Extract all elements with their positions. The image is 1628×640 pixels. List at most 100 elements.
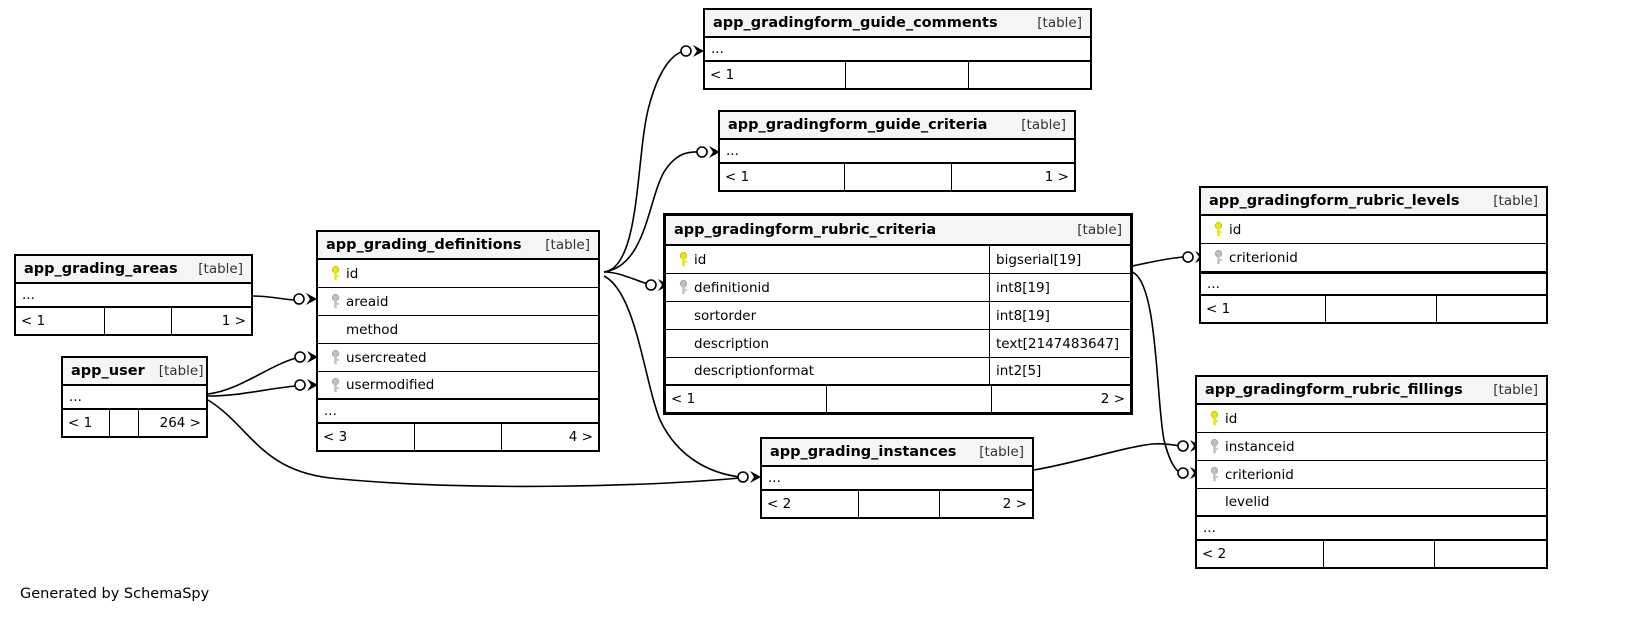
table-app-gradingform-rubric-fillings[interactable]: app_gradingform_rubric_fillings [table] … xyxy=(1195,375,1548,569)
table-app-gradingform-guide-criteria[interactable]: app_gradingform_guide_criteria [table] .… xyxy=(718,110,1076,192)
foreign-key-icon xyxy=(1203,467,1225,482)
table-kind-label: [table] xyxy=(545,237,590,253)
table-footer: < 1 xyxy=(705,62,1090,88)
footer-children: 1 > xyxy=(221,313,246,329)
column-row: criterionid xyxy=(1197,461,1546,489)
diagram-caption: Generated by SchemaSpy xyxy=(20,586,210,602)
column-name: id xyxy=(1225,410,1238,427)
column-name: definitionid xyxy=(694,279,770,296)
column-name: levelid xyxy=(1225,494,1270,510)
footer-parents: < 1 xyxy=(21,313,46,329)
column-row: descriptionformat int2[5] xyxy=(666,358,1130,386)
column-type: bigserial[19] xyxy=(989,246,1130,273)
footer-children: 2 > xyxy=(1002,496,1027,512)
footer-children xyxy=(969,62,1090,88)
table-title: app_gradingform_rubric_criteria xyxy=(674,222,937,238)
footer-parents: < 2 xyxy=(1202,546,1227,562)
column-row: id xyxy=(1201,216,1546,244)
column-row: usercreated xyxy=(318,344,598,372)
table-kind-label: [table] xyxy=(1493,193,1538,209)
columns-ellipsis: ... xyxy=(1197,517,1546,541)
footer-middle xyxy=(844,164,952,190)
footer-children xyxy=(1437,296,1546,322)
footer-parents: < 1 xyxy=(671,391,696,407)
table-footer: < 1 xyxy=(1201,296,1546,322)
footer-middle xyxy=(414,424,502,450)
table-app-gradingform-rubric-levels[interactable]: app_gradingform_rubric_levels [table] id… xyxy=(1199,186,1548,324)
column-name: criterionid xyxy=(1225,466,1294,483)
column-type: text[2147483647] xyxy=(989,330,1130,357)
foreign-key-icon xyxy=(672,280,694,295)
columns-ellipsis: ... xyxy=(720,140,1074,164)
primary-key-icon xyxy=(672,252,694,267)
table-kind-label: [table] xyxy=(198,261,243,277)
column-row: criterionid xyxy=(1201,244,1546,272)
table-header: app_gradingform_rubric_fillings [table] xyxy=(1197,377,1546,405)
table-app-grading-instances[interactable]: app_grading_instances [table] ... < 2 2 … xyxy=(760,437,1034,519)
foreign-key-icon xyxy=(324,377,346,393)
foreign-key-icon xyxy=(324,350,346,365)
column-type: int8[19] xyxy=(989,302,1130,329)
footer-middle xyxy=(1325,296,1437,322)
column-row: method xyxy=(318,316,598,344)
primary-key-icon xyxy=(1203,411,1225,426)
column-name: instanceid xyxy=(1225,438,1295,455)
primary-key-icon xyxy=(324,266,346,281)
footer-middle xyxy=(1323,541,1435,567)
table-app-gradingform-guide-comments[interactable]: app_gradingform_guide_comments [table] .… xyxy=(703,8,1092,90)
footer-children xyxy=(1435,541,1546,567)
column-type: int8[19] xyxy=(989,274,1130,301)
table-footer: < 1 2 > xyxy=(666,386,1130,412)
table-footer: < 3 4 > xyxy=(318,424,598,450)
column-name: descriptionformat xyxy=(694,363,815,379)
column-row: levelid xyxy=(1197,489,1546,517)
column-row: description text[2147483647] xyxy=(666,330,1130,358)
column-row: instanceid xyxy=(1197,433,1546,461)
footer-parents: < 2 xyxy=(767,496,792,512)
table-app-grading-areas[interactable]: app_grading_areas [table] ... < 1 1 > xyxy=(14,254,253,336)
table-app-user[interactable]: app_user [table] ... < 1 264 > xyxy=(61,356,208,438)
table-header: app_user [table] xyxy=(63,358,206,386)
table-title: app_grading_instances xyxy=(770,444,957,460)
primary-key-icon xyxy=(1207,222,1229,237)
footer-parents: < 3 xyxy=(323,429,348,445)
column-name: criterionid xyxy=(1229,249,1298,266)
table-kind-label: [table] xyxy=(1037,15,1082,31)
column-row: sortorder int8[19] xyxy=(666,302,1130,330)
footer-children: 2 > xyxy=(1100,391,1125,407)
table-footer: < 2 2 > xyxy=(762,491,1032,517)
footer-parents: < 1 xyxy=(725,169,750,185)
column-name: id xyxy=(694,251,707,268)
table-header: app_grading_areas [table] xyxy=(16,256,251,284)
column-row: definitionid int8[19] xyxy=(666,274,1130,302)
columns-ellipsis: ... xyxy=(1201,272,1546,296)
table-app-gradingform-rubric-criteria[interactable]: app_gradingform_rubric_criteria [table] … xyxy=(663,213,1133,415)
table-kind-label: [table] xyxy=(979,444,1024,460)
footer-middle xyxy=(109,410,139,436)
columns-ellipsis: ... xyxy=(63,386,206,410)
table-footer: < 1 1 > xyxy=(720,164,1074,190)
column-name: method xyxy=(346,321,399,338)
table-app-grading-definitions[interactable]: app_grading_definitions [table] id areai… xyxy=(316,230,600,452)
footer-middle xyxy=(826,386,992,412)
column-name: id xyxy=(346,265,359,282)
table-header: app_grading_definitions [table] xyxy=(318,232,598,260)
column-row: id bigserial[19] xyxy=(666,246,1130,274)
columns-ellipsis: ... xyxy=(762,467,1032,491)
columns-ellipsis: ... xyxy=(318,400,598,424)
footer-parents: < 1 xyxy=(68,415,93,431)
table-header: app_gradingform_rubric_levels [table] xyxy=(1201,188,1546,216)
table-title: app_gradingform_guide_criteria xyxy=(728,117,988,133)
column-type: int2[5] xyxy=(989,358,1130,384)
table-footer: < 1 1 > xyxy=(16,308,251,334)
table-header: app_grading_instances [table] xyxy=(762,439,1032,467)
footer-middle xyxy=(858,491,940,517)
column-row: id xyxy=(1197,405,1546,433)
column-row: id xyxy=(318,260,598,288)
footer-middle xyxy=(845,62,969,88)
table-kind-label: [table] xyxy=(158,363,204,379)
table-title: app_user xyxy=(71,363,145,379)
table-header: app_gradingform_guide_comments [table] xyxy=(705,10,1090,38)
table-header: app_gradingform_rubric_criteria [table] xyxy=(666,216,1130,246)
